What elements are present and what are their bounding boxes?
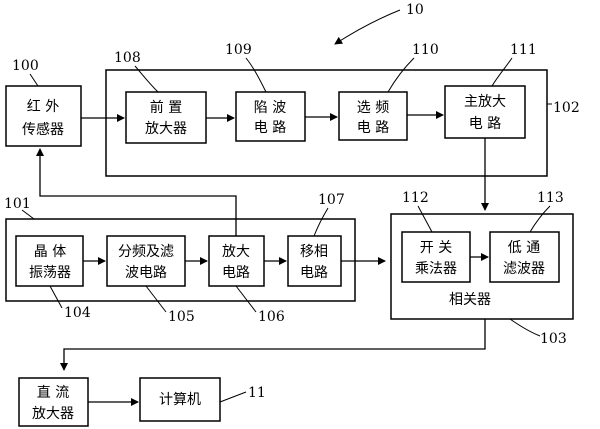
notch-circuit-line2: 电 路 xyxy=(254,120,286,136)
lowpass-filter-ref: 113 xyxy=(537,190,564,206)
reference-chain-group xyxy=(5,218,356,302)
amplifier-circuit-block: 放大 电路 xyxy=(208,235,265,287)
frequency-select-line1: 选 频 xyxy=(357,100,389,116)
crystal-oscillator-line2: 振荡器 xyxy=(29,265,71,281)
main-amplifier-ref: 111 xyxy=(510,42,537,58)
switch-multiplier-ref: 112 xyxy=(402,190,429,206)
switch-multiplier-line1: 开 关 xyxy=(420,240,452,256)
computer-ref: 11 xyxy=(248,385,266,401)
correlator-leader xyxy=(509,318,541,337)
divider-filter-line2: 波电路 xyxy=(125,265,167,281)
crystal-oscillator-line1: 晶 体 xyxy=(34,244,66,260)
main-amplifier-line1: 主放大 xyxy=(464,94,506,110)
computer-block: 计算机 xyxy=(139,377,221,422)
amplifier-circuit-line2: 电路 xyxy=(222,265,250,281)
figure-ref-pointer xyxy=(334,9,401,45)
crystal-oscillator-block: 晶 体 振荡器 xyxy=(15,235,84,287)
divider-filter-ref: 105 xyxy=(168,309,195,325)
ir-sensor-line1: 红 外 xyxy=(27,99,59,115)
figure-ref-label: 10 xyxy=(406,2,424,18)
preamplifier-block: 前 置 放大器 xyxy=(125,91,207,144)
main-amplifier-leader xyxy=(491,57,513,87)
correlator-ref: 103 xyxy=(540,331,567,347)
frequency-select-leader xyxy=(387,57,415,93)
phase-shift-ref: 107 xyxy=(318,192,345,208)
wire-correlator-to-dcamp xyxy=(60,319,486,371)
preamplifier-line1: 前 置 xyxy=(150,99,182,116)
divider-filter-block: 分频及滤 波电路 xyxy=(106,235,186,287)
ir-sensor-block: 红 外 传感器 xyxy=(5,85,82,147)
computer-leader xyxy=(219,391,247,403)
amplifier-circuit-line1: 放大 xyxy=(222,244,250,260)
main-amplifier-block: 主放大 电 路 xyxy=(444,85,526,139)
upper-group-ref: 102 xyxy=(553,100,580,116)
phase-shift-block: 移相 电路 xyxy=(287,235,342,287)
phase-shift-leader xyxy=(313,207,329,237)
wire-amp-feedback-to-sensor xyxy=(36,148,237,236)
ir-sensor-ref: 100 xyxy=(12,58,39,74)
switch-multiplier-leader xyxy=(417,205,433,233)
divider-filter-line1: 分频及滤 xyxy=(118,244,174,260)
ir-sensor-leader xyxy=(29,73,39,87)
notch-circuit-ref: 109 xyxy=(225,42,252,58)
crystal-oscillator-leader xyxy=(49,285,63,309)
frequency-select-line2: 电 路 xyxy=(357,120,389,136)
notch-circuit-leader xyxy=(245,57,267,93)
amplifier-circuit-ref: 106 xyxy=(258,309,285,325)
amplifier-circuit-leader xyxy=(235,285,257,313)
lowpass-filter-leader xyxy=(529,205,551,233)
frequency-select-ref: 110 xyxy=(412,42,439,58)
phase-shift-line1: 移相 xyxy=(300,244,328,260)
phase-shift-line2: 电路 xyxy=(300,265,328,281)
correlator-label: 相关器 xyxy=(449,292,491,308)
preamplifier-line2: 放大器 xyxy=(145,121,187,137)
divider-filter-leader xyxy=(145,285,167,313)
dc-amplifier-line2: 放大器 xyxy=(32,406,74,422)
dc-amplifier-block: 直 流 放大器 xyxy=(18,377,89,427)
lowpass-filter-line1: 低 通 xyxy=(508,240,540,256)
upper-signal-chain-group xyxy=(105,69,548,177)
frequency-select-block: 选 频 电 路 xyxy=(338,91,408,141)
main-amplifier-line2: 电 路 xyxy=(469,116,501,132)
correlator-group xyxy=(390,213,574,320)
notch-circuit-line1: 陷 波 xyxy=(254,100,286,116)
crystal-oscillator-ref: 104 xyxy=(64,305,91,321)
preamplifier-leader xyxy=(134,65,159,93)
ir-sensor-line2: 传感器 xyxy=(22,121,64,138)
preamplifier-ref: 108 xyxy=(114,50,141,66)
lowpass-filter-line2: 滤波器 xyxy=(503,261,545,277)
notch-circuit-block: 陷 波 电 路 xyxy=(235,91,306,142)
switch-multiplier-line2: 乘法器 xyxy=(415,261,457,277)
switch-multiplier-block: 开 关 乘法器 xyxy=(401,231,471,283)
lowpass-filter-block: 低 通 滤波器 xyxy=(489,231,560,283)
reference-group-ref: 101 xyxy=(4,196,31,212)
computer-label: 计算机 xyxy=(159,392,201,408)
dc-amplifier-line1: 直 流 xyxy=(37,384,69,401)
reference-group-leader xyxy=(21,209,35,220)
